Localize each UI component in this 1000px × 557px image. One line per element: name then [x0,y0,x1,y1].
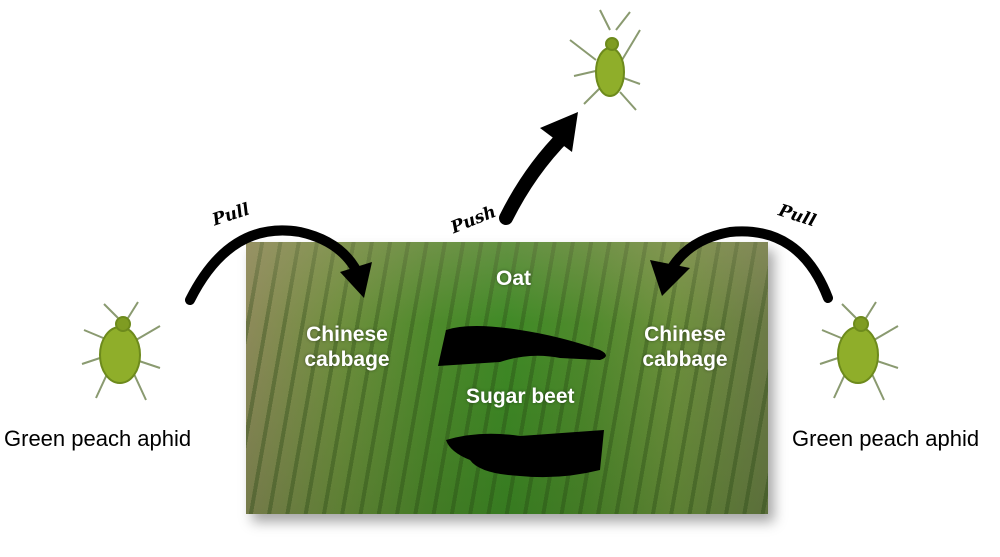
pull-left-arrow [185,225,365,305]
aphid-top-icon [569,9,641,111]
aphid-left-caption: Green peach aphid [4,426,192,451]
field-photo [246,242,768,514]
pull-left-arrowhead [340,262,372,298]
push-arrow [499,128,572,225]
pull-right-arrow [663,226,833,303]
upper-hand-icon [438,326,606,366]
cabbage-right-label: Chinese cabbage [642,323,728,371]
aphid-right-caption: Green peach aphid [792,426,980,451]
sugar-beet-label: Sugar beet [466,385,575,408]
cabbage-left-label: Chinese cabbage [304,323,390,371]
push-arrowhead [540,112,578,152]
aphid-right-icon [819,301,899,401]
lower-hand-icon [446,430,604,478]
oat-label: Oat [496,267,532,290]
aphid-left-icon [81,301,161,401]
pull-right-arrowhead [650,260,690,296]
